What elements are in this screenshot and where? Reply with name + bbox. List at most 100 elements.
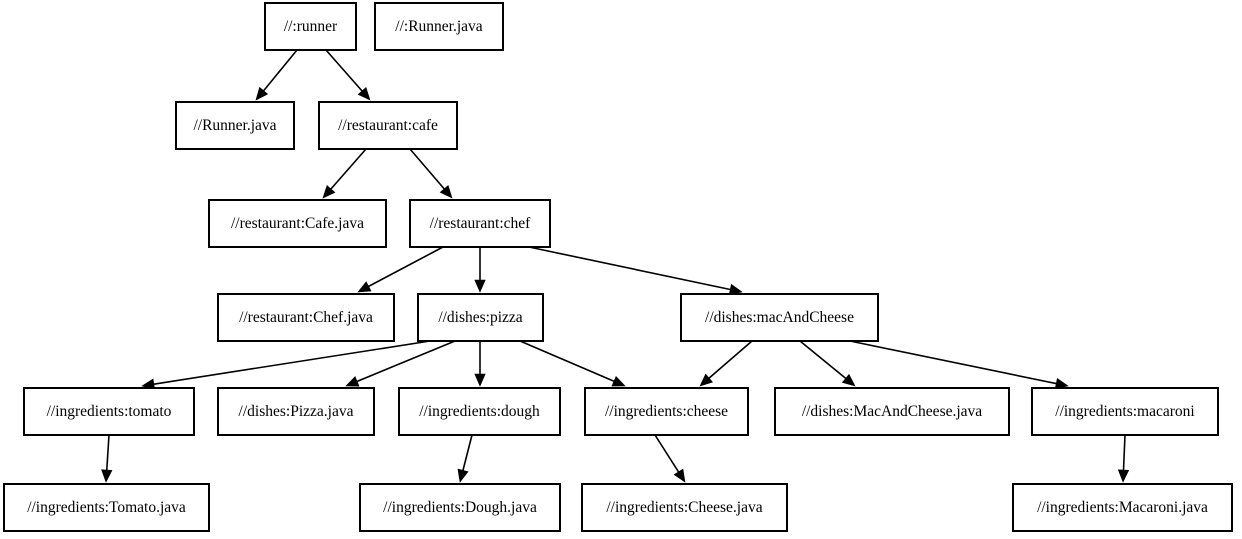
graph-edge	[357, 246, 444, 293]
node-box[interactable]	[3, 483, 210, 532]
node-label: //ingredients:Cheese.java	[606, 499, 762, 516]
edge-arrowhead	[345, 376, 360, 387]
graph-node-runner[interactable]: //:runner	[264, 2, 357, 51]
node-box[interactable]	[318, 101, 458, 150]
edge-line	[1122, 434, 1126, 471]
node-label: //Runner.java	[193, 117, 276, 134]
graph-node-dishes_pizza[interactable]: //dishes:pizza	[417, 293, 544, 342]
edge-arrowhead	[474, 373, 486, 387]
edge-line	[153, 340, 431, 385]
edge-line	[356, 340, 456, 383]
edge-arrowhead	[439, 184, 453, 199]
graph-edge	[255, 49, 298, 101]
edge-line	[654, 434, 680, 473]
node-label: //restaurant:cafe	[338, 117, 438, 134]
node-label: //ingredients:dough	[419, 403, 540, 420]
node-box[interactable]	[680, 293, 879, 342]
node-label: //:runner	[284, 18, 338, 35]
edge-arrowhead	[728, 283, 743, 295]
graph-node-dishes_mac[interactable]: //dishes:macAndCheese	[680, 293, 879, 342]
node-box[interactable]	[1031, 387, 1219, 436]
graph-node-ing_cheese_java[interactable]: //ingredients:Cheese.java	[581, 483, 788, 532]
graph-node-runner_java[interactable]: //Runner.java	[175, 101, 295, 150]
node-label: //dishes:MacAndCheese.java	[802, 403, 982, 420]
edge-line	[409, 148, 445, 190]
node-label: //dishes:pizza	[438, 309, 522, 326]
edge-arrowhead	[611, 375, 626, 387]
node-box[interactable]	[398, 387, 561, 436]
graph-node-root_runner_java[interactable]: //:Runner.java	[374, 2, 504, 51]
edge-arrowhead	[255, 86, 269, 101]
graph-node-ing_cheese[interactable]: //ingredients:cheese	[584, 387, 749, 436]
graph-node-dishes_mac_java[interactable]: //dishes:MacAndCheese.java	[774, 387, 1010, 436]
graph-node-ing_dough_java[interactable]: //ingredients:Dough.java	[359, 483, 561, 532]
node-box[interactable]	[374, 2, 504, 51]
edge-line	[799, 340, 847, 380]
edge-line	[325, 49, 363, 92]
node-label: //ingredients:macaroni	[1055, 403, 1195, 420]
edge-line	[368, 246, 444, 288]
node-box[interactable]	[409, 199, 551, 248]
graph-node-ing_dough[interactable]: //ingredients:dough	[398, 387, 561, 436]
graph-node-ing_tomato[interactable]: //ingredients:tomato	[23, 387, 195, 436]
node-label: //ingredients:cheese	[605, 403, 728, 420]
graph-node-restaurant_cafe_java[interactable]: //restaurant:Cafe.java	[208, 199, 387, 248]
node-box[interactable]	[774, 387, 1010, 436]
graph-edge	[1117, 434, 1130, 483]
edge-arrowhead	[699, 373, 714, 387]
edge-arrowhead	[457, 468, 469, 483]
node-box[interactable]	[208, 199, 387, 248]
edge-arrowhead	[673, 468, 686, 483]
edges-layer	[101, 49, 1130, 483]
graph-node-ing_macaroni[interactable]: //ingredients:macaroni	[1031, 387, 1219, 436]
node-box[interactable]	[581, 483, 788, 532]
edge-line	[462, 434, 473, 471]
graph-node-ing_tomato_java[interactable]: //ingredients:Tomato.java	[3, 483, 210, 532]
edge-arrowhead	[357, 281, 372, 293]
node-label: //restaurant:Cafe.java	[231, 215, 364, 232]
node-label: //restaurant:Chef.java	[239, 309, 373, 326]
graph-edge	[141, 340, 431, 390]
edge-arrowhead	[841, 373, 856, 387]
graph-node-restaurant_chef_java[interactable]: //restaurant:Chef.java	[217, 293, 395, 342]
edge-line	[519, 340, 615, 383]
edge-line	[330, 148, 367, 190]
edge-line	[262, 49, 298, 92]
edge-arrowhead	[357, 87, 371, 101]
graph-node-ing_macaroni_java[interactable]: //ingredients:Macaroni.java	[1012, 483, 1233, 532]
graph-edge	[799, 340, 856, 387]
node-box[interactable]	[359, 483, 561, 532]
node-box[interactable]	[217, 293, 395, 342]
nodes-layer: //:runner //:Runner.java //Runner.java //re…	[3, 2, 1233, 532]
node-box[interactable]	[417, 293, 544, 342]
graph-edge	[699, 340, 753, 387]
node-label: //ingredients:Dough.java	[383, 499, 537, 516]
graph-edge	[345, 340, 456, 387]
edge-line	[849, 340, 1057, 385]
node-label: //ingredients:Macaroni.java	[1037, 499, 1208, 516]
graph-node-restaurant_cafe[interactable]: //restaurant:cafe	[318, 101, 458, 150]
node-label: //ingredients:Tomato.java	[27, 499, 186, 516]
edge-line	[105, 434, 110, 471]
edge-arrowhead	[474, 279, 486, 293]
node-label: //dishes:Pizza.java	[239, 403, 354, 420]
graph-edge	[849, 340, 1069, 390]
edge-line	[708, 340, 753, 379]
node-box[interactable]	[1012, 483, 1233, 532]
node-box[interactable]	[584, 387, 749, 436]
edge-line	[528, 246, 731, 291]
node-box[interactable]	[23, 387, 195, 436]
graph-node-dishes_pizza_java[interactable]: //dishes:Pizza.java	[217, 387, 375, 436]
graph-node-restaurant_chef[interactable]: //restaurant:chef	[409, 199, 551, 248]
graph-edge	[474, 247, 486, 293]
graph-edge	[457, 434, 473, 483]
node-box[interactable]	[175, 101, 295, 150]
graph-edge	[474, 341, 486, 387]
node-box[interactable]	[217, 387, 375, 436]
node-box[interactable]	[264, 2, 357, 51]
node-label: //restaurant:chef	[430, 215, 532, 232]
graph-edge	[322, 148, 367, 199]
graph-edge	[325, 49, 371, 101]
